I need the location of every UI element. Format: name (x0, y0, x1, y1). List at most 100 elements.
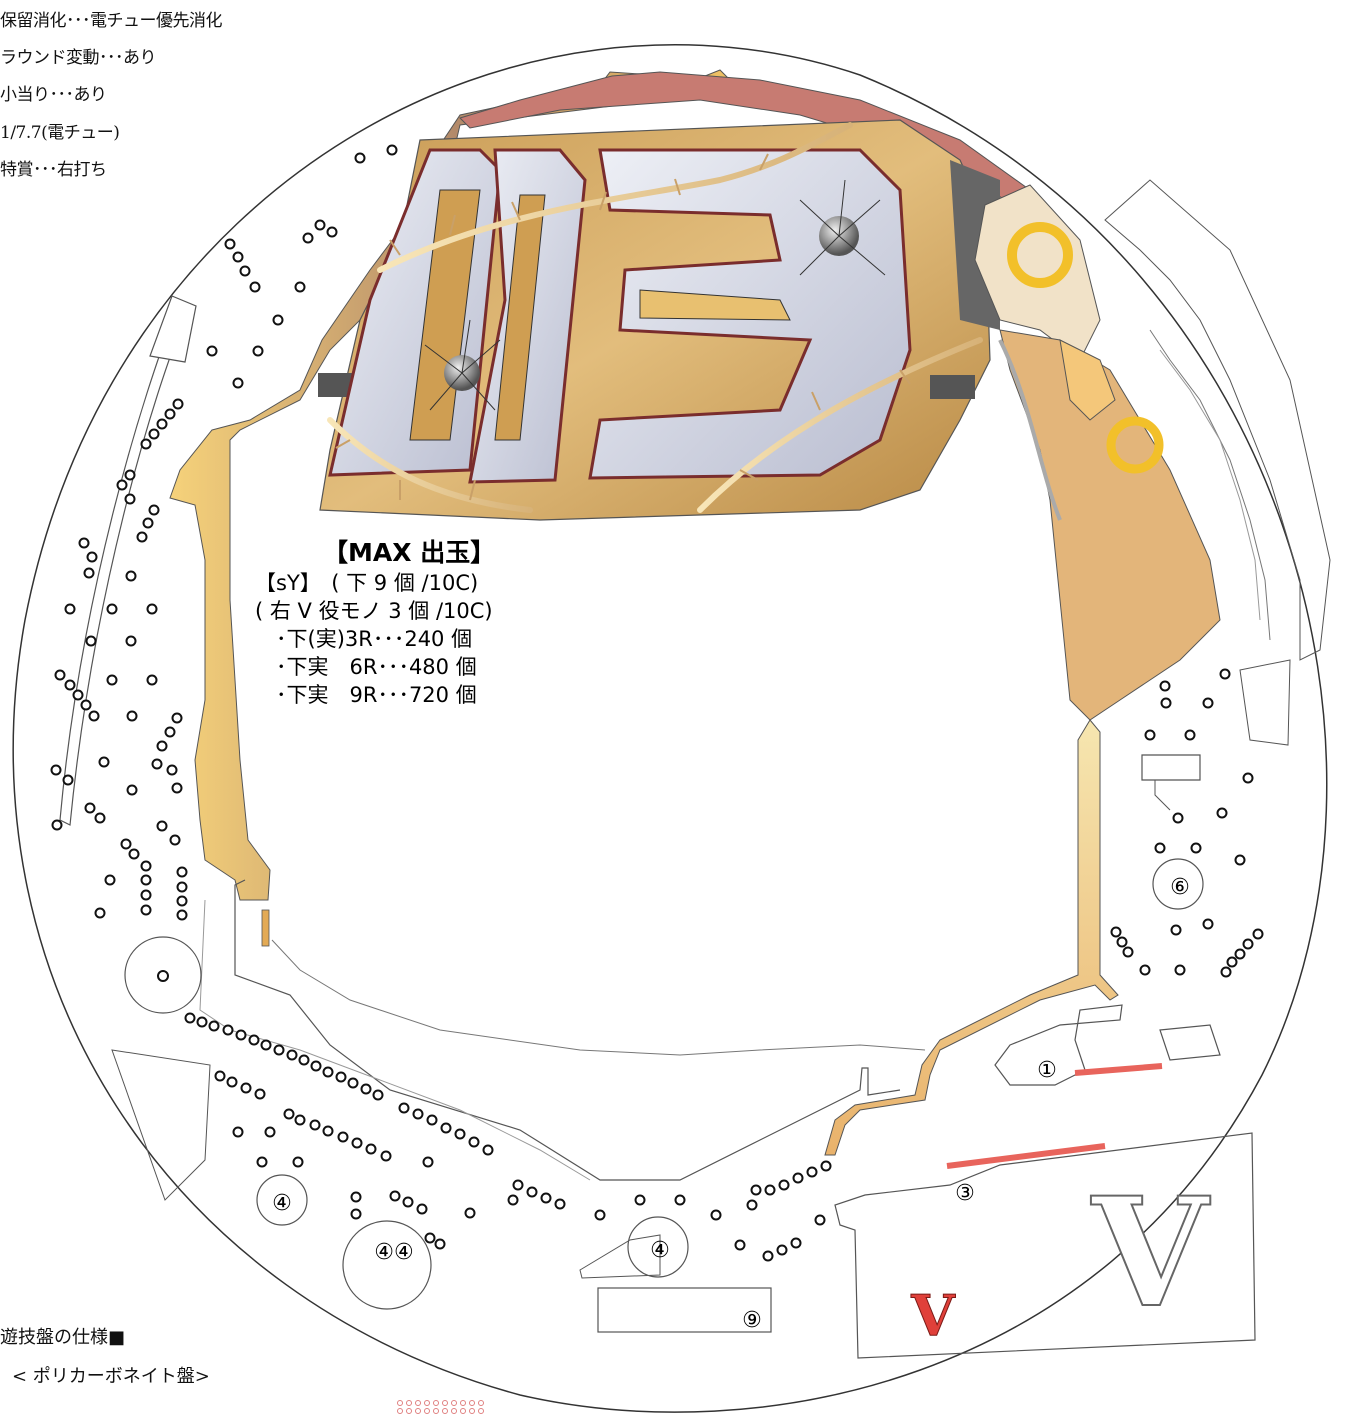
nail-pin (634, 1194, 646, 1206)
nail-pin (54, 669, 66, 681)
nail-pin (434, 1238, 446, 1250)
red-mark (469, 1400, 475, 1406)
nail-pin (674, 1194, 686, 1206)
spec-line-right: 特賞･･･右打ち (0, 160, 107, 180)
attacker-1 (994, 1004, 1123, 1086)
nail-pin (240, 1082, 252, 1094)
pocket-4-center (627, 1216, 689, 1278)
nail-pin (350, 1191, 362, 1203)
pocket-4-left (256, 1174, 308, 1226)
attacker-3-bar (946, 1143, 1106, 1169)
nail-pin (64, 603, 76, 615)
nail-pin (440, 1122, 452, 1134)
label-pocket-3: ③ (955, 1181, 975, 1206)
nail-pin (249, 281, 261, 293)
nail-pin (208, 1020, 220, 1032)
nail-pin (156, 740, 168, 752)
nail-pin (169, 834, 181, 846)
red-mark (478, 1400, 484, 1406)
nail-pin (156, 418, 168, 430)
red-mark (442, 1400, 448, 1406)
nail-pin (85, 635, 97, 647)
nail-pin (482, 1144, 494, 1156)
label-pocket-1: ① (1037, 1058, 1057, 1083)
nail-pin (124, 493, 136, 505)
red-mark (460, 1408, 466, 1414)
nail-pin (372, 1089, 384, 1101)
right-ornament-top (974, 184, 1101, 361)
nail-pin (62, 774, 74, 786)
nail-pin (1172, 812, 1184, 824)
nail-pin (172, 398, 184, 410)
nail-pin (762, 1250, 774, 1262)
nail-pin (78, 537, 90, 549)
nail-pin (426, 1114, 438, 1126)
spec-line-prob: 1/7.7(電チュー) (0, 123, 120, 143)
nail-pin (125, 570, 137, 582)
nail-pin (104, 874, 116, 886)
nail-pin (710, 1209, 722, 1221)
nail-pin (526, 1186, 538, 1198)
nail-pin (1252, 928, 1264, 940)
nail-pin (84, 802, 96, 814)
nail-pin (776, 1244, 788, 1256)
label-pocket-4-left: ④ (272, 1191, 292, 1216)
nail-pin (264, 1126, 276, 1138)
nail-pin (156, 820, 168, 832)
nail-pin (256, 1156, 268, 1168)
nail-pin (1144, 729, 1156, 741)
red-mark (397, 1400, 403, 1406)
label-pocket-4-pair: ④④ (374, 1240, 413, 1265)
nail-pin (106, 674, 118, 686)
nail-pin (1170, 924, 1182, 936)
red-mark (442, 1408, 448, 1414)
pocket-4-pair (342, 1220, 432, 1310)
nail-pin (1220, 966, 1232, 978)
nail-pin (140, 860, 152, 872)
nail-pin (1110, 926, 1122, 938)
red-mark (433, 1400, 439, 1406)
nail-pin (232, 1126, 244, 1138)
board-outline (12, 44, 1328, 1413)
nail-pin (594, 1209, 606, 1221)
nail-pin (126, 710, 138, 722)
nail-pin (1234, 854, 1246, 866)
nail-pin (1226, 956, 1238, 968)
nail-pin (468, 1136, 480, 1148)
max-line-6r: ･下実 6R･･･480 個 (255, 655, 477, 679)
nail-pin (176, 895, 188, 907)
nail-pin (424, 1232, 436, 1244)
red-mark (451, 1408, 457, 1414)
nail-pin (360, 1083, 372, 1095)
nail-pin (214, 1070, 226, 1082)
red-mark (406, 1408, 412, 1414)
max-line-3r: ･下(実)3R･･･240 個 (255, 627, 473, 651)
label-pocket-6: ⑥ (1170, 875, 1190, 900)
nail-pin (222, 1024, 234, 1036)
red-mark (478, 1408, 484, 1414)
nail-pin (1190, 842, 1202, 854)
nail-pin (124, 469, 136, 481)
nail-pin (298, 1054, 310, 1066)
nail-pin (142, 517, 154, 529)
nail-pin (88, 710, 100, 722)
nail-pin (310, 1060, 322, 1072)
nail-pin (235, 1029, 247, 1041)
nail-pin (239, 265, 251, 277)
nail-pin (309, 1119, 321, 1131)
red-mark (424, 1400, 430, 1406)
nail-pin (80, 699, 92, 711)
max-line-rightv: ( 右 V 役モノ 3 個 /10C) (255, 599, 493, 623)
label-pocket-4-center: ④ (650, 1238, 670, 1263)
nail-pin (140, 438, 152, 450)
nail-pin (1159, 680, 1171, 692)
nail-pin (351, 1137, 363, 1149)
nail-pin (1174, 964, 1186, 976)
nail-pin (128, 848, 140, 860)
nail-pin (86, 551, 98, 563)
nail-pin (1242, 772, 1254, 784)
nail-pin (402, 1196, 414, 1208)
nail-pin (412, 1108, 424, 1120)
nail-pin (814, 1214, 826, 1226)
nail-pin (64, 679, 76, 691)
